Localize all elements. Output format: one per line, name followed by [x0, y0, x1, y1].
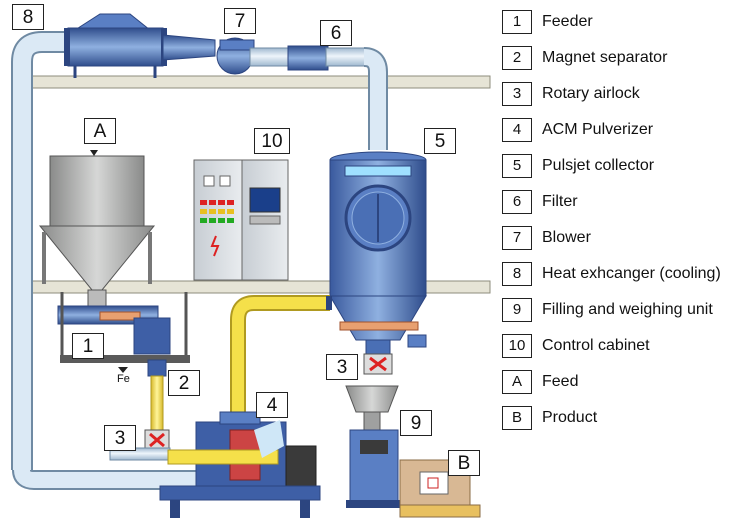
callout-3-feed: 3	[104, 425, 136, 451]
legend-label: Rotary airlock	[542, 85, 640, 102]
legend-label: Heat exhcanger (cooling)	[542, 265, 721, 282]
legend-key: B	[502, 406, 532, 430]
callout-10: 10	[254, 128, 290, 154]
pulsjet-collector	[329, 151, 427, 355]
legend-item: 5 Pulsjet collector	[502, 150, 742, 186]
acm-pulverizer	[159, 411, 321, 518]
legend-key: 7	[502, 226, 532, 250]
legend-item: 10 Control cabinet	[502, 330, 742, 366]
legend-label: ACM Pulverizer	[542, 121, 654, 138]
callout-7: 7	[224, 8, 256, 34]
heat-exchanger	[64, 13, 216, 78]
legend-item: 9 Filling and weighing unit	[502, 294, 742, 330]
filter	[287, 45, 388, 150]
legend-label: Pulsjet collector	[542, 157, 655, 174]
legend-key: A	[502, 370, 532, 394]
legend-item: 2 Magnet separator	[502, 42, 742, 78]
callout-A: A	[84, 118, 116, 144]
legend: 1 Feeder 2 Magnet separator 3 Rotary airloc…	[502, 6, 742, 438]
legend-key: 5	[502, 154, 532, 178]
return-air-duct	[11, 31, 250, 490]
callout-6: 6	[320, 20, 352, 46]
callout-B: B	[448, 450, 480, 476]
legend-label: Feed	[542, 373, 579, 390]
legend-item: 6 Filter	[502, 186, 742, 222]
rotary-airlock-collector	[363, 353, 393, 375]
legend-key: 4	[502, 118, 532, 142]
control-cabinet	[193, 159, 289, 281]
callout-5: 5	[424, 128, 456, 154]
iron-output-label: Fe	[117, 373, 130, 385]
legend-item: 4 ACM Pulverizer	[502, 114, 742, 150]
legend-key: 3	[502, 82, 532, 106]
legend-item: 1 Feeder	[502, 6, 742, 42]
legend-item: 8 Heat exhcanger (cooling)	[502, 258, 742, 294]
legend-label: Filling and weighing unit	[542, 301, 713, 318]
legend-key: 9	[502, 298, 532, 322]
legend-label: Filter	[542, 193, 578, 210]
legend-item: 7 Blower	[502, 222, 742, 258]
legend-item: A Feed	[502, 366, 742, 402]
callout-4: 4	[256, 392, 288, 418]
legend-label: Magnet separator	[542, 49, 668, 66]
legend-key: 6	[502, 190, 532, 214]
callout-3-collector: 3	[326, 354, 358, 380]
callout-2: 2	[168, 370, 200, 396]
callout-1: 1	[72, 333, 104, 359]
callout-9: 9	[400, 410, 432, 436]
legend-item: B Product	[502, 402, 742, 438]
legend-key: 8	[502, 262, 532, 286]
legend-label: Control cabinet	[542, 337, 650, 354]
filling-weighing-unit	[345, 385, 481, 518]
legend-item: 3 Rotary airlock	[502, 78, 742, 114]
legend-label: Feeder	[542, 13, 593, 30]
feed-hopper	[38, 150, 156, 309]
legend-key: 2	[502, 46, 532, 70]
callout-8: 8	[12, 4, 44, 30]
legend-key: 10	[502, 334, 532, 358]
magnet-separator	[147, 359, 167, 431]
legend-label: Blower	[542, 229, 591, 246]
blower	[216, 37, 291, 75]
legend-label: Product	[542, 409, 598, 426]
product-transfer-pipe	[230, 295, 332, 412]
feeder	[57, 292, 190, 373]
upper-shelf	[27, 75, 491, 89]
legend-key: 1	[502, 10, 532, 34]
